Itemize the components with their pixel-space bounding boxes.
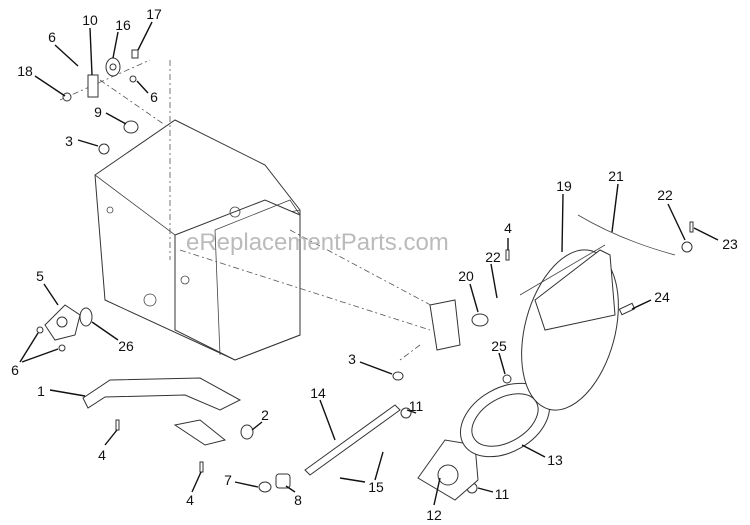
callout-2: 2 (261, 407, 269, 423)
callout-4: 4 (504, 220, 512, 236)
callout-23: 23 (722, 236, 738, 252)
callout-21: 21 (608, 168, 624, 184)
callout-3: 3 (348, 351, 356, 367)
callout-13: 13 (547, 452, 563, 468)
leader-lines (19, 21, 719, 506)
callout-1: 1 (37, 383, 45, 399)
callout-4: 4 (186, 492, 194, 508)
callout-22: 22 (657, 187, 673, 203)
dash-guides (59, 59, 441, 361)
callout-20: 20 (458, 268, 474, 284)
callout-17: 17 (146, 6, 162, 22)
callout-3: 3 (65, 133, 73, 149)
callout-5: 5 (36, 268, 44, 284)
callout-26: 26 (118, 338, 134, 354)
frame-housing (94, 119, 301, 361)
callout-8: 8 (294, 492, 302, 508)
callout-19: 19 (556, 178, 572, 194)
callout-4: 4 (98, 447, 106, 463)
callout-6: 6 (11, 362, 19, 378)
callout-18: 18 (17, 63, 33, 79)
callout-22: 22 (485, 249, 501, 265)
callouts: 6 10 16 17 18 6 9 3 5 26 6 1 4 2 4 7 8 1… (11, 6, 738, 523)
callout-16: 16 (115, 17, 131, 33)
parts (36, 49, 694, 501)
callout-7: 7 (224, 472, 232, 488)
callout-9: 9 (94, 104, 102, 120)
callout-15: 15 (368, 479, 384, 495)
callout-14: 14 (310, 385, 326, 401)
callout-12: 12 (426, 507, 442, 523)
watermark: eReplacementParts.com (186, 229, 449, 256)
callout-10: 10 (82, 12, 98, 28)
callout-24: 24 (654, 289, 670, 305)
callout-25: 25 (491, 338, 507, 354)
callout-6: 6 (150, 89, 158, 105)
callout-11: 11 (495, 486, 510, 502)
callout-11: 11 (409, 398, 424, 414)
callout-6: 6 (48, 29, 56, 45)
